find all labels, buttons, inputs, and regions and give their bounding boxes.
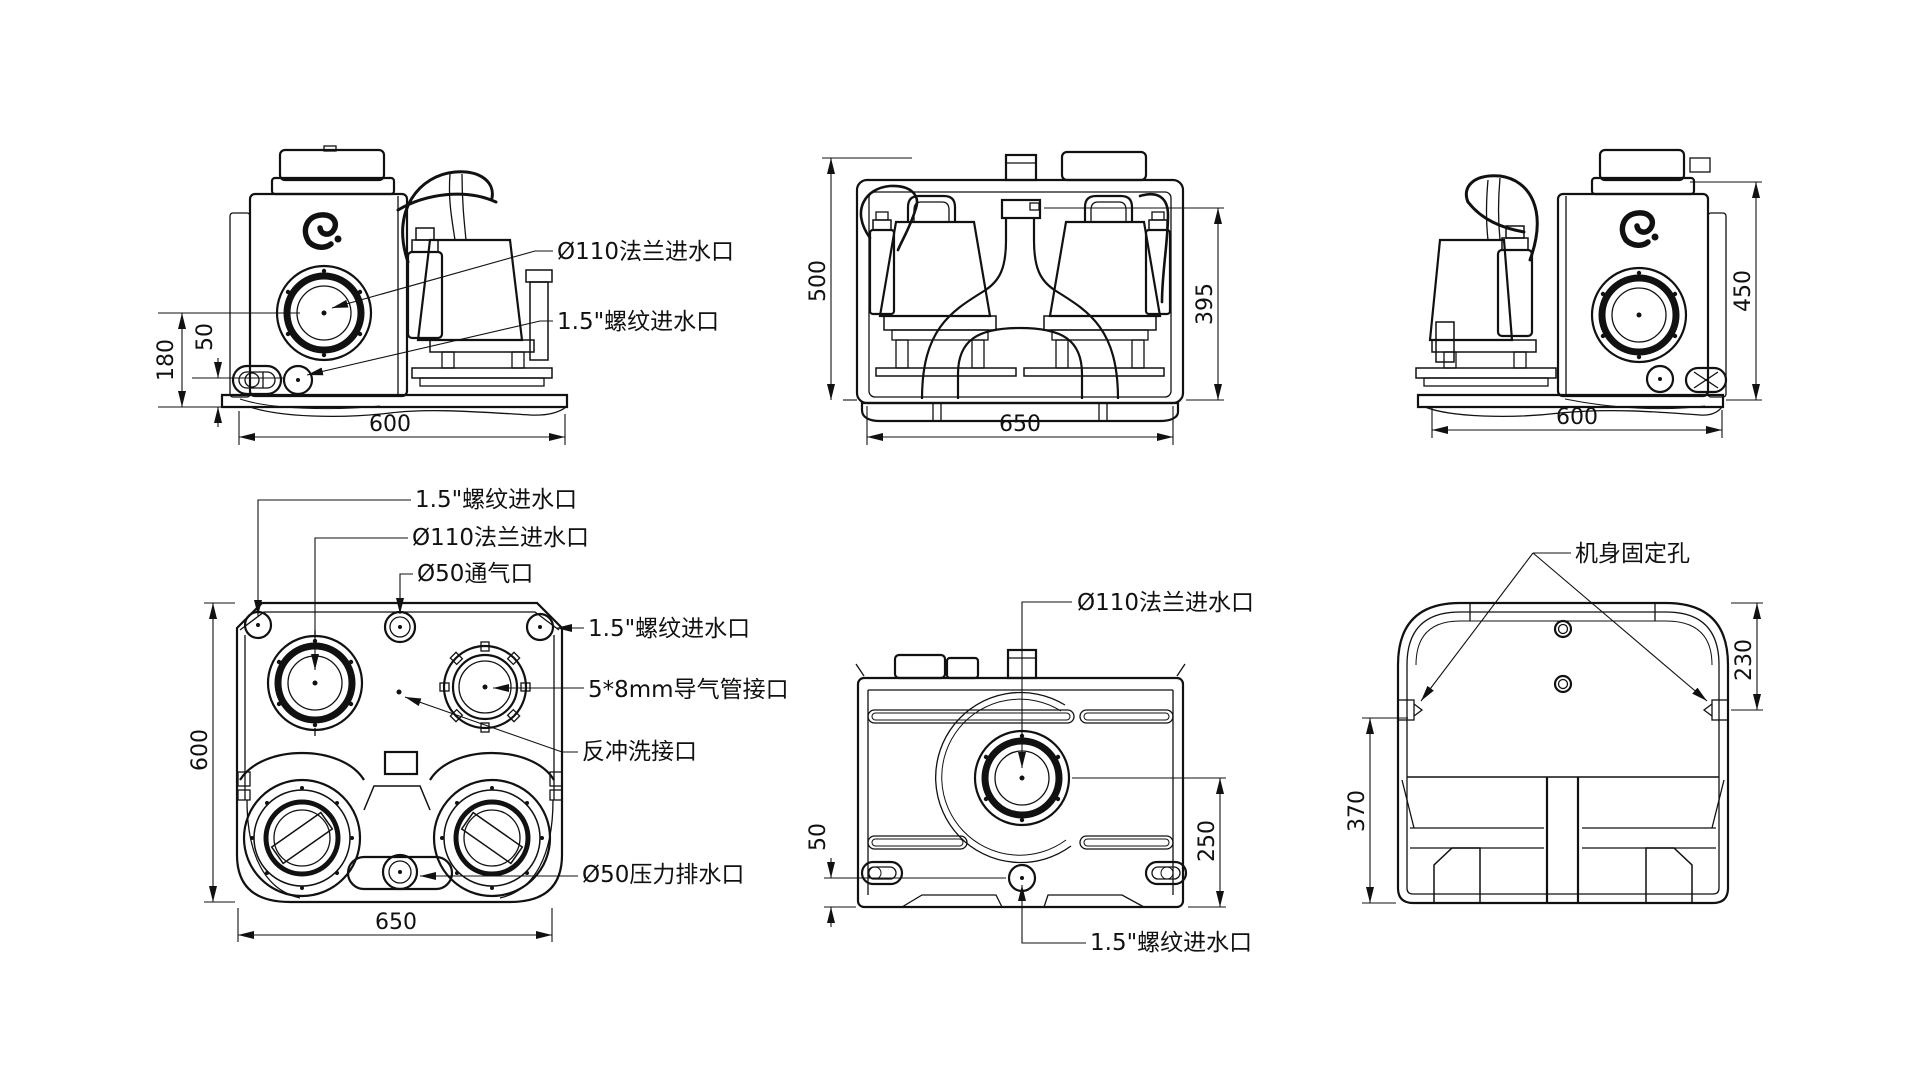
screw-cap-flange [1590, 176, 1696, 196]
flange-inlet-circle [1590, 266, 1688, 364]
pump-assembly [396, 170, 553, 387]
top-view: 600 650 1.5"螺纹进水口 Ø110法兰进水口 Ø50通气口 1.5"螺… [188, 487, 789, 942]
dimension-650 [237, 908, 553, 942]
label-thread-inlet: 1.5"螺纹进水口 [557, 309, 719, 335]
tank-side-lip [229, 212, 251, 398]
dim-text-50: 50 [806, 823, 831, 851]
dimension-180 [158, 312, 300, 408]
discharge-pipe [920, 198, 1120, 400]
label-air-tube: 5*8mm导气管接口 [588, 677, 789, 703]
label-flange-inlet: Ø110法兰进水口 [1077, 590, 1254, 616]
pump-well-right [432, 778, 552, 898]
vent-circle [383, 610, 417, 644]
pump-motor [1428, 238, 1514, 342]
label-flange-inlet: Ø110法兰进水口 [412, 525, 589, 551]
dimension-395 [1044, 207, 1224, 401]
dim-text-600: 600 [188, 729, 213, 771]
front-view: 500 395 650 [806, 150, 1224, 445]
pump-left [859, 184, 1017, 377]
dimension-370 [1362, 717, 1408, 904]
screw-cap-flange [270, 176, 396, 196]
dim-text-650: 650 [375, 910, 417, 935]
tank-outline [235, 601, 564, 904]
foot-slots [860, 860, 1188, 886]
screw-cap-small [945, 656, 980, 680]
dim-text-395: 395 [1193, 283, 1218, 325]
fixing-hole-top [1553, 619, 1573, 639]
pump-right [1023, 193, 1172, 377]
label-vent: Ø50通气口 [417, 561, 533, 587]
tank-body [855, 178, 1185, 405]
dimension-450 [1690, 181, 1762, 401]
dimension-600 [204, 602, 235, 903]
dim-text-500: 500 [806, 260, 831, 302]
side-view-left: 180 50 600 Ø110法兰进水口 1.5"螺纹进水口 [154, 145, 734, 445]
dimension-500 [822, 157, 912, 401]
dimension-250 [1072, 777, 1226, 908]
tank-base [860, 401, 1180, 423]
tank-body [856, 676, 1185, 909]
dim-text-600: 600 [1556, 405, 1598, 430]
dim-text-370: 370 [1345, 790, 1370, 832]
dim-text-180: 180 [154, 339, 179, 381]
foot-slot [231, 364, 283, 396]
bottom-view: 230 370 机身固定孔 [1345, 541, 1763, 905]
dimension-50 [192, 358, 285, 427]
fixing-notch-right [1702, 699, 1729, 721]
label-thread-inlet-left: 1.5"螺纹进水口 [415, 487, 577, 513]
dimension-50 [824, 858, 1006, 927]
dim-text-450: 450 [1731, 270, 1756, 312]
tank-base [220, 393, 569, 417]
pressure-outlet [346, 853, 454, 891]
dim-text-650: 650 [999, 412, 1041, 437]
tank-body [248, 192, 409, 398]
rear-side-view: 50 250 Ø110法兰进水口 1.5"螺纹进水口 [806, 590, 1254, 956]
tank-body [1556, 192, 1710, 398]
label-thread-inlet: 1.5"螺纹进水口 [1090, 930, 1252, 956]
label-pressure-outlet: Ø50压力排水口 [582, 862, 744, 888]
label-thread-inlet-right: 1.5"螺纹进水口 [588, 616, 750, 642]
screw-cap-large [893, 653, 947, 680]
dimension-650 [866, 406, 1174, 445]
pump-assembly [1415, 174, 1557, 387]
label-fixing-holes: 机身固定孔 [1575, 541, 1690, 567]
rib-grooves [867, 691, 1174, 864]
vent-stub [1004, 153, 1038, 182]
dim-text-250: 250 [1195, 820, 1220, 862]
side-view-right: 450 600 [1415, 148, 1762, 438]
screw-cap [278, 148, 386, 182]
screw-cap [1598, 148, 1686, 182]
label-backwash: 反冲洗接口 [582, 739, 697, 765]
screw-cap [1060, 150, 1148, 182]
dimension-230 [1731, 602, 1763, 711]
dim-text-50: 50 [193, 323, 218, 351]
dimension-600 [238, 411, 566, 445]
pump-well-left [242, 778, 362, 898]
dimension-600 [1431, 406, 1723, 438]
foot-slot [1684, 366, 1728, 394]
tank-base [1416, 393, 1725, 417]
air-tube-port-circle [439, 641, 531, 733]
fixing-notch-left [1397, 699, 1424, 721]
foot-pads [1401, 776, 1725, 903]
dim-text-600: 600 [369, 412, 411, 437]
pump-motor [416, 238, 524, 342]
body-outline [1396, 601, 1730, 905]
dim-text-230: 230 [1732, 639, 1757, 681]
label-flange-inlet: Ø110法兰进水口 [557, 239, 734, 265]
threaded-inlet-right-circle [525, 612, 555, 642]
center-recess [383, 750, 419, 776]
backwash-port-dot [396, 689, 402, 695]
fixing-hole-bottom [1553, 674, 1573, 694]
threaded-inlet-circle [1645, 364, 1675, 394]
